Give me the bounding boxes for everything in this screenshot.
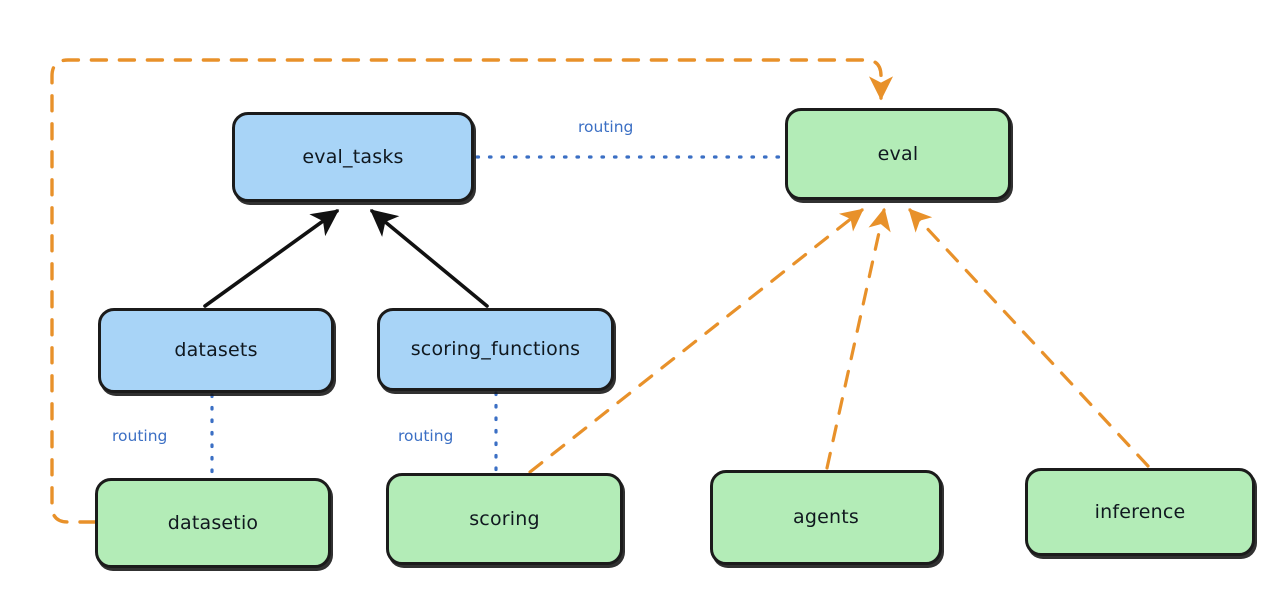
node-datasetio[interactable]: datasetio: [95, 478, 331, 568]
edge-datasets-to-eval-tasks: [203, 209, 340, 308]
node-label: datasets: [174, 339, 258, 362]
edge-agents-to-eval: [825, 207, 891, 470]
node-label: datasetio: [167, 511, 259, 534]
node-scoring-functions[interactable]: scoring_functions: [377, 308, 614, 391]
node-agents[interactable]: agents: [710, 470, 942, 565]
node-label: eval_tasks: [302, 145, 404, 168]
node-datasets[interactable]: datasets: [98, 308, 334, 393]
node-scoring[interactable]: scoring: [386, 473, 623, 565]
node-label: inference: [1094, 500, 1186, 523]
node-label: agents: [793, 506, 859, 529]
node-eval[interactable]: eval: [785, 108, 1011, 200]
edge-label-routing-datasets: routing: [112, 427, 168, 445]
edge-label-routing-scoring-functions: routing: [398, 427, 454, 445]
edge-label-routing-eval-tasks: routing: [578, 118, 634, 136]
node-eval-tasks[interactable]: eval_tasks: [232, 112, 474, 202]
node-inference[interactable]: inference: [1025, 468, 1255, 556]
edge-inference-to-eval: [908, 208, 1150, 468]
node-label: scoring_functions: [410, 338, 581, 361]
edge-scoring-functions-to-eval-tasks: [369, 209, 489, 308]
node-label: eval: [877, 142, 919, 165]
node-label: scoring: [469, 507, 540, 530]
